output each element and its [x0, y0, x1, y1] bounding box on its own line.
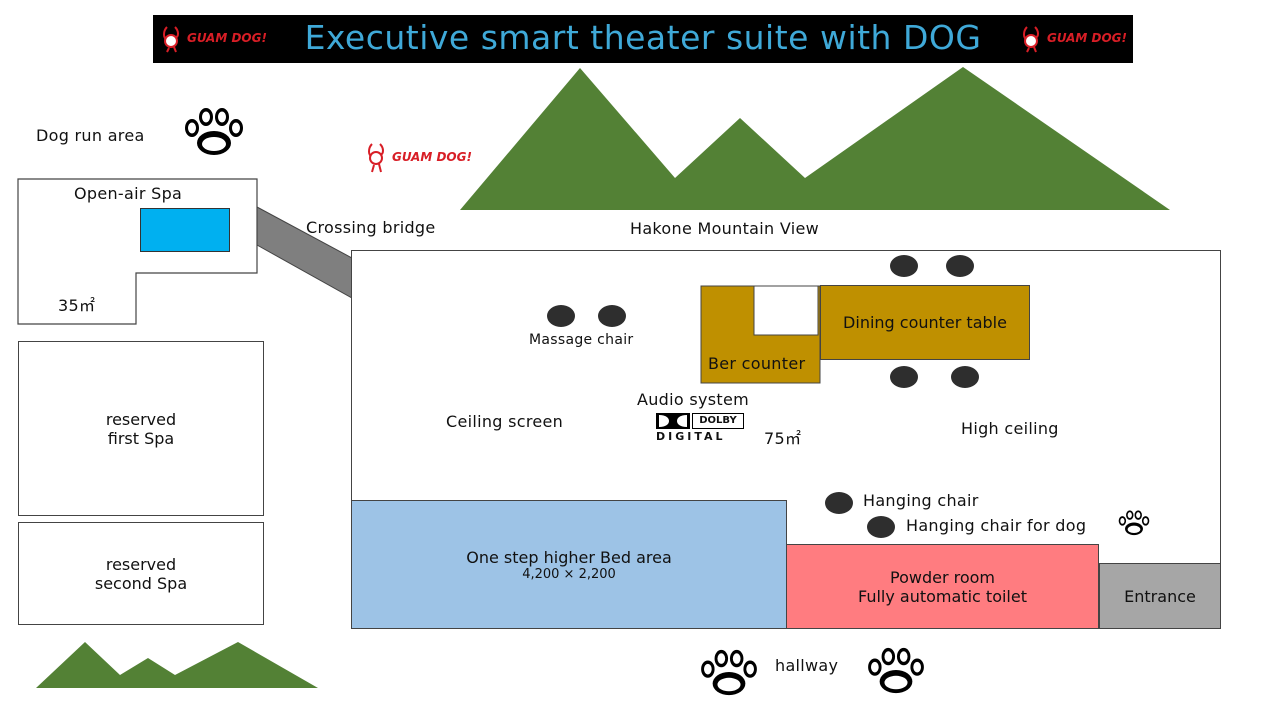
bar-counter: [700, 285, 821, 384]
mountain-range-top: [460, 67, 1170, 210]
bed-area-label: One step higher Bed area: [466, 547, 672, 567]
dining-chair: [946, 255, 974, 277]
reserved-first-spa: reserved first Spa: [18, 341, 264, 516]
powder-room-label: Powder room: [889, 567, 995, 587]
crossing-bridge-label: Crossing bridge: [306, 218, 436, 237]
massage-chair: [598, 305, 626, 327]
logo-text: GUAM DOG!: [392, 150, 472, 164]
open-air-spa-label: Open-air Spa: [74, 184, 183, 203]
ceiling-screen-label: Ceiling screen: [446, 412, 564, 431]
hallway-label: hallway: [775, 656, 839, 675]
page-title: Executive smart theater suite with DOG: [304, 18, 982, 57]
mountain-view-label: Hakone Mountain View: [630, 219, 819, 238]
high-ceiling-label: High ceiling: [961, 419, 1059, 438]
mountain-range-bottom: [36, 642, 318, 688]
logo-text: GUAM DOG!: [187, 31, 267, 45]
toilet-label: Fully automatic toilet: [858, 586, 1027, 606]
hanging-chair-label: Hanging chair: [863, 491, 979, 510]
bar-counter-label: Ber counter: [708, 354, 806, 373]
reserved-second-spa: reserved second Spa: [18, 522, 264, 625]
paw-icon: [185, 108, 243, 155]
paw-icon: [868, 647, 924, 694]
dining-chair: [890, 366, 918, 388]
paw-icon: [701, 649, 757, 696]
dining-chair: [890, 255, 918, 277]
dining-chair: [951, 366, 979, 388]
entrance: Entrance: [1099, 563, 1221, 629]
dog-logo-icon: [163, 26, 179, 53]
digital-text: DIGITAL: [656, 430, 726, 443]
spa-water: [140, 208, 230, 252]
guam-dog-logo-center: GUAM DOG!: [366, 140, 472, 174]
dolby-double-d-icon: [656, 413, 690, 429]
logo-text: GUAM DOG!: [1047, 31, 1127, 45]
dolby-digital-logo: DOLBY DIGITAL: [656, 413, 748, 443]
powder-room: Powder room Fully automatic toilet: [786, 544, 1099, 629]
guam-dog-logo-right: GUAM DOG!: [1021, 23, 1127, 53]
title-banner: GUAM DOG! Executive smart theater suite …: [153, 15, 1133, 63]
reserved-first-line1: reserved: [105, 409, 177, 429]
dolby-text: DOLBY: [692, 413, 744, 429]
bed-area: One step higher Bed area 4,200 × 2,200: [351, 500, 787, 629]
massage-chair: [547, 305, 575, 327]
hanging-chair: [825, 492, 853, 514]
dining-counter-label: Dining counter table: [843, 313, 1007, 332]
bed-size-label: 4,200 × 2,200: [522, 566, 616, 582]
reserved-second-line1: reserved: [105, 554, 177, 574]
hanging-chair-dog: [867, 516, 895, 538]
dog-run-label: Dog run area: [36, 126, 145, 145]
audio-system-label: Audio system: [637, 390, 750, 409]
room-area-label: 75㎡: [764, 429, 802, 448]
dining-counter-table: Dining counter table: [820, 285, 1030, 360]
paw-icon: [1118, 510, 1150, 536]
spa-area-label: 35㎡: [58, 296, 96, 315]
guam-dog-logo-left: GUAM DOG!: [161, 23, 267, 53]
massage-chair-label: Massage chair: [529, 332, 634, 348]
entrance-label: Entrance: [1124, 586, 1196, 606]
hanging-chair-dog-label: Hanging chair for dog: [906, 516, 1087, 535]
dog-logo-icon: [368, 143, 384, 173]
reserved-first-line2: first Spa: [107, 428, 175, 448]
dog-logo-icon: [1023, 26, 1040, 53]
reserved-second-line2: second Spa: [94, 573, 188, 593]
